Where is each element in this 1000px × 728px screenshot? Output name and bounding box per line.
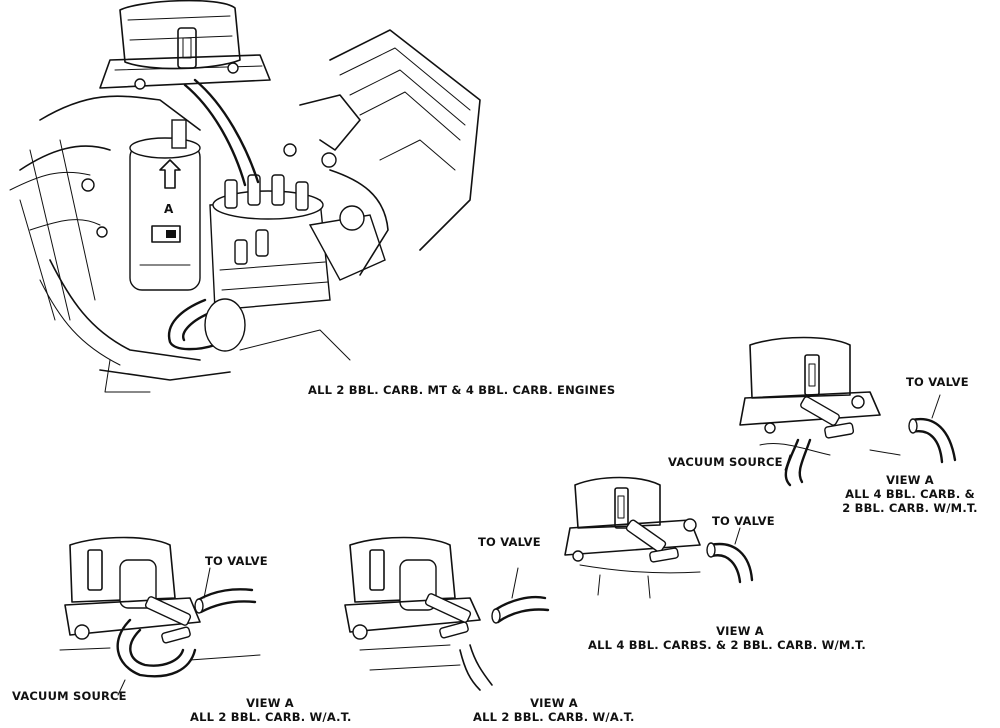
view-middle-right-title: VIEW A	[716, 624, 764, 638]
view-middle-caption: ALL 2 BBL. CARB. W/A.T.	[473, 710, 635, 724]
view-right-to-valve-label: TO VALVE	[906, 375, 969, 389]
view-middle-illustration	[344, 536, 550, 691]
view-right-illustration	[739, 336, 957, 487]
view-left-vacuum-source-label: VACUUM SOURCE	[12, 689, 127, 703]
background-hatching	[19, 139, 351, 393]
valve-cover	[299, 29, 481, 251]
leader-lines	[784, 454, 791, 471]
main-engine-illustration	[9, 0, 481, 393]
ignition-coil	[129, 119, 201, 291]
view-middle-title: VIEW A	[530, 696, 578, 710]
distributor	[209, 174, 386, 311]
vacuum-hose-main	[167, 78, 389, 352]
view-right-title: VIEW A	[886, 473, 934, 487]
view-right-vacuum-source-label: VACUUM SOURCE	[668, 455, 783, 469]
view-middle-right-illustration	[564, 476, 754, 599]
view-left-illustration	[59, 536, 261, 696]
view-left-to-valve-label: TO VALVE	[205, 554, 268, 568]
view-middle-right-to-valve-label: TO VALVE	[712, 514, 775, 528]
view-right-caption-line1: ALL 4 BBL. CARB. &	[845, 487, 975, 501]
carburetor-main	[99, 0, 271, 90]
view-left-caption: ALL 2 BBL. CARB. W/A.T.	[190, 710, 352, 724]
coil-marker-label: A	[164, 202, 174, 216]
view-right-caption-line2: 2 BBL. CARB. W/M.T.	[842, 501, 978, 515]
main-engine-caption: ALL 2 BBL. CARB. MT & 4 BBL. CARB. ENGIN…	[308, 383, 616, 397]
view-middle-right-caption: ALL 4 BBL. CARBS. & 2 BBL. CARB. W/M.T.	[588, 638, 866, 652]
view-middle-to-valve-label: TO VALVE	[478, 535, 541, 549]
view-left-title: VIEW A	[246, 696, 294, 710]
